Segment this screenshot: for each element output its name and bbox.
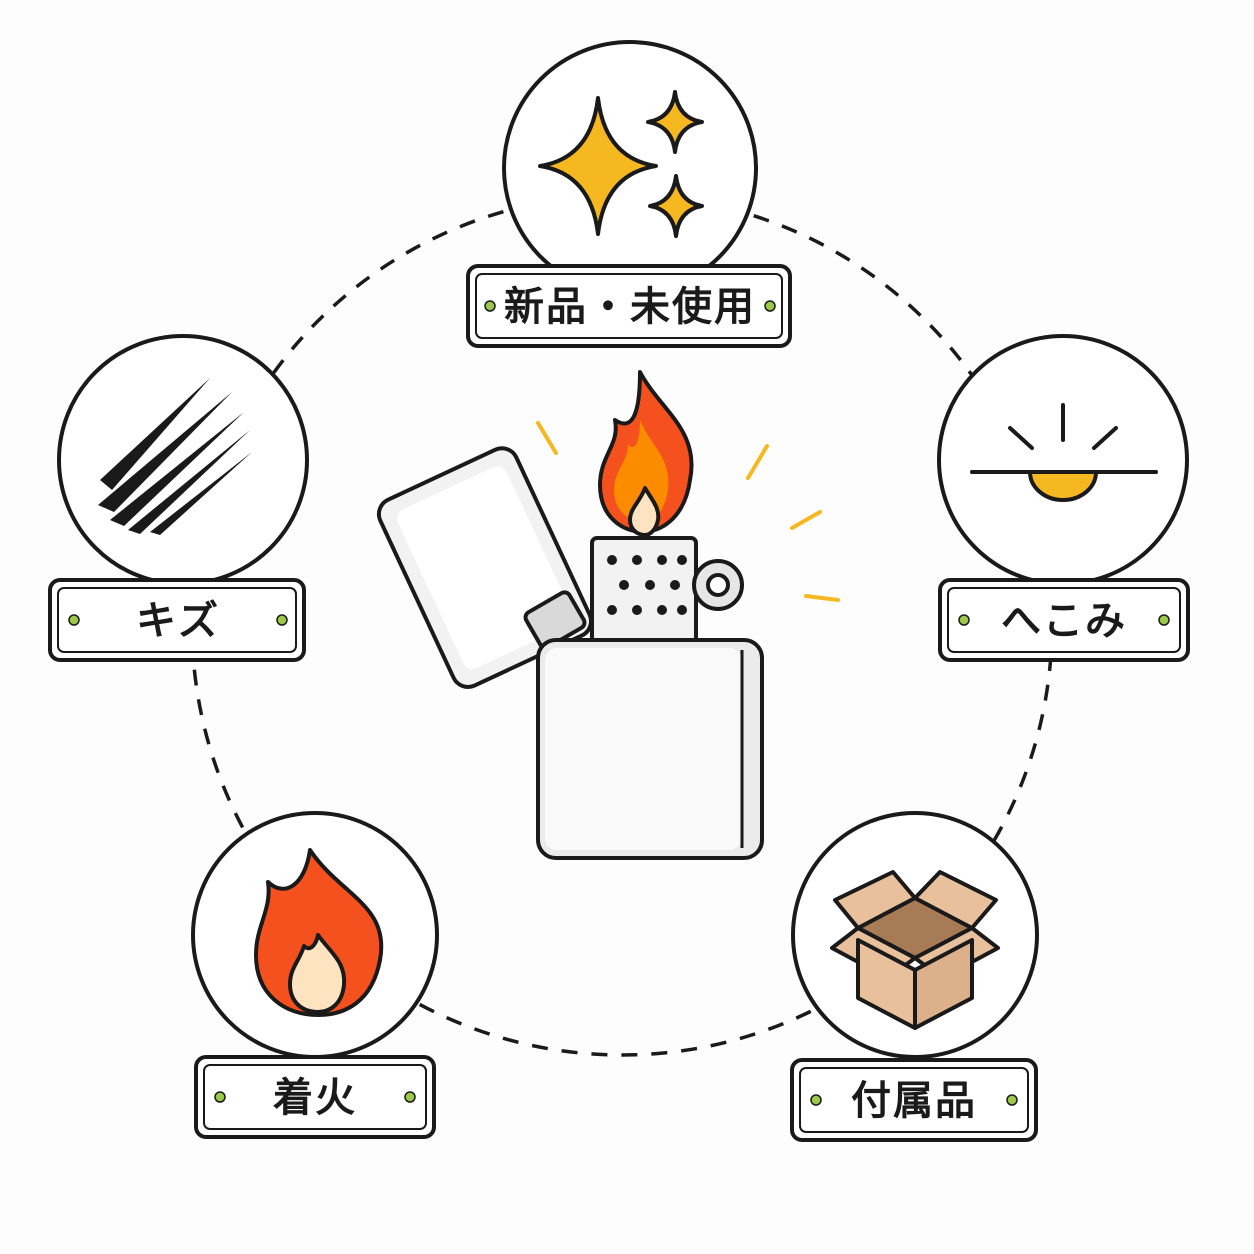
node-label-accessories: 付属品 [851,1078,977,1124]
sparkle-icon [538,90,704,238]
node-accessories: 付属品 [790,811,1039,1142]
dent-icon [970,403,1158,502]
plate-dot [484,300,496,312]
node-circle [57,334,309,586]
lighter-flame-icon [598,370,694,537]
label-plate-scratch: キズ [48,578,306,662]
label-plate-ignition: 着火 [194,1055,436,1139]
node-ignition: 着火 [191,811,439,1139]
node-label-scratch: キズ [136,598,220,644]
label-plate-new: 新品・未使用 [466,264,792,348]
node-scratch: キズ [48,334,309,662]
spark-rays-icon [536,421,840,602]
node-circle [937,334,1189,586]
zippo-lighter-icon [376,446,764,860]
node-new: 新品・未使用 [466,40,792,348]
node-dent: へこみ [937,334,1190,662]
plate-dot [810,1094,822,1106]
label-plate-accessories: 付属品 [790,1058,1038,1142]
fire-icon [254,848,384,1017]
plate-dot [764,300,776,312]
scratch-icon [98,378,252,535]
node-label-new: 新品・未使用 [504,284,756,330]
plate-dot [276,614,288,626]
node-label-dent: へこみ [1001,598,1127,644]
plate-dot [68,614,80,626]
plate-dot [1158,614,1170,626]
label-plate-dent: へこみ [938,578,1190,662]
plate-dot [1006,1094,1018,1106]
node-label-ignition: 着火 [273,1075,357,1121]
plate-dot [214,1091,226,1103]
box-icon [830,870,1000,1030]
plate-dot [958,614,970,626]
plate-dot [404,1091,416,1103]
